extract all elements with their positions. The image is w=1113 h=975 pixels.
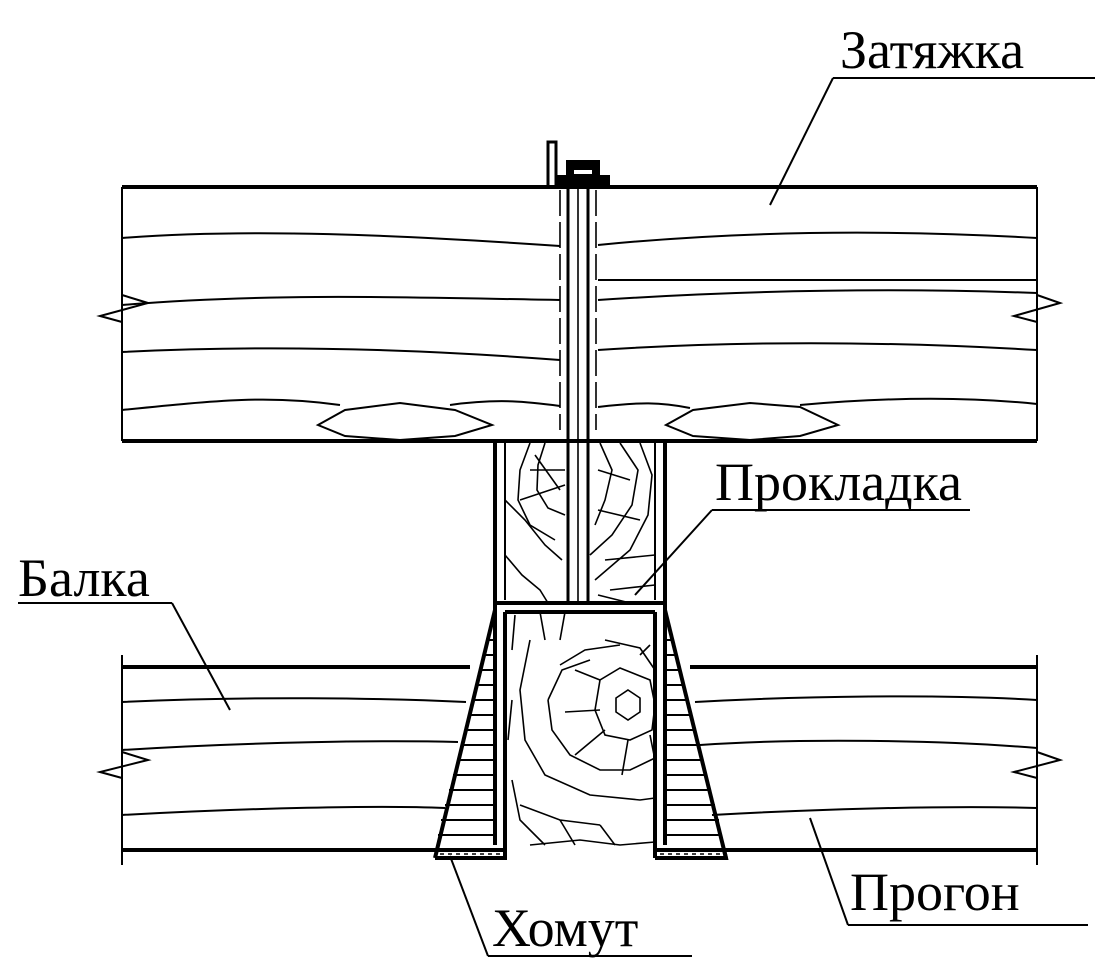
clamp [433, 601, 729, 860]
label-purlin: Прогон [809, 817, 1088, 926]
bolt [546, 140, 610, 605]
label-tie: Затяжка [769, 20, 1095, 206]
spacer-block [493, 441, 667, 605]
label-clamp: Хомут [449, 855, 692, 958]
label-purlin-text: Прогон [850, 862, 1020, 922]
label-tie-text: Затяжка [840, 20, 1024, 80]
label-clamp-text: Хомут [492, 898, 638, 958]
beam-timber [96, 655, 1064, 865]
tie-timber [96, 185, 1064, 443]
purlin-end-grain [507, 611, 656, 846]
label-spacer: Прокладка [634, 452, 970, 596]
label-spacer-text: Прокладка [715, 452, 962, 512]
label-beam: Балка [18, 548, 231, 711]
label-beam-text: Балка [18, 548, 150, 608]
